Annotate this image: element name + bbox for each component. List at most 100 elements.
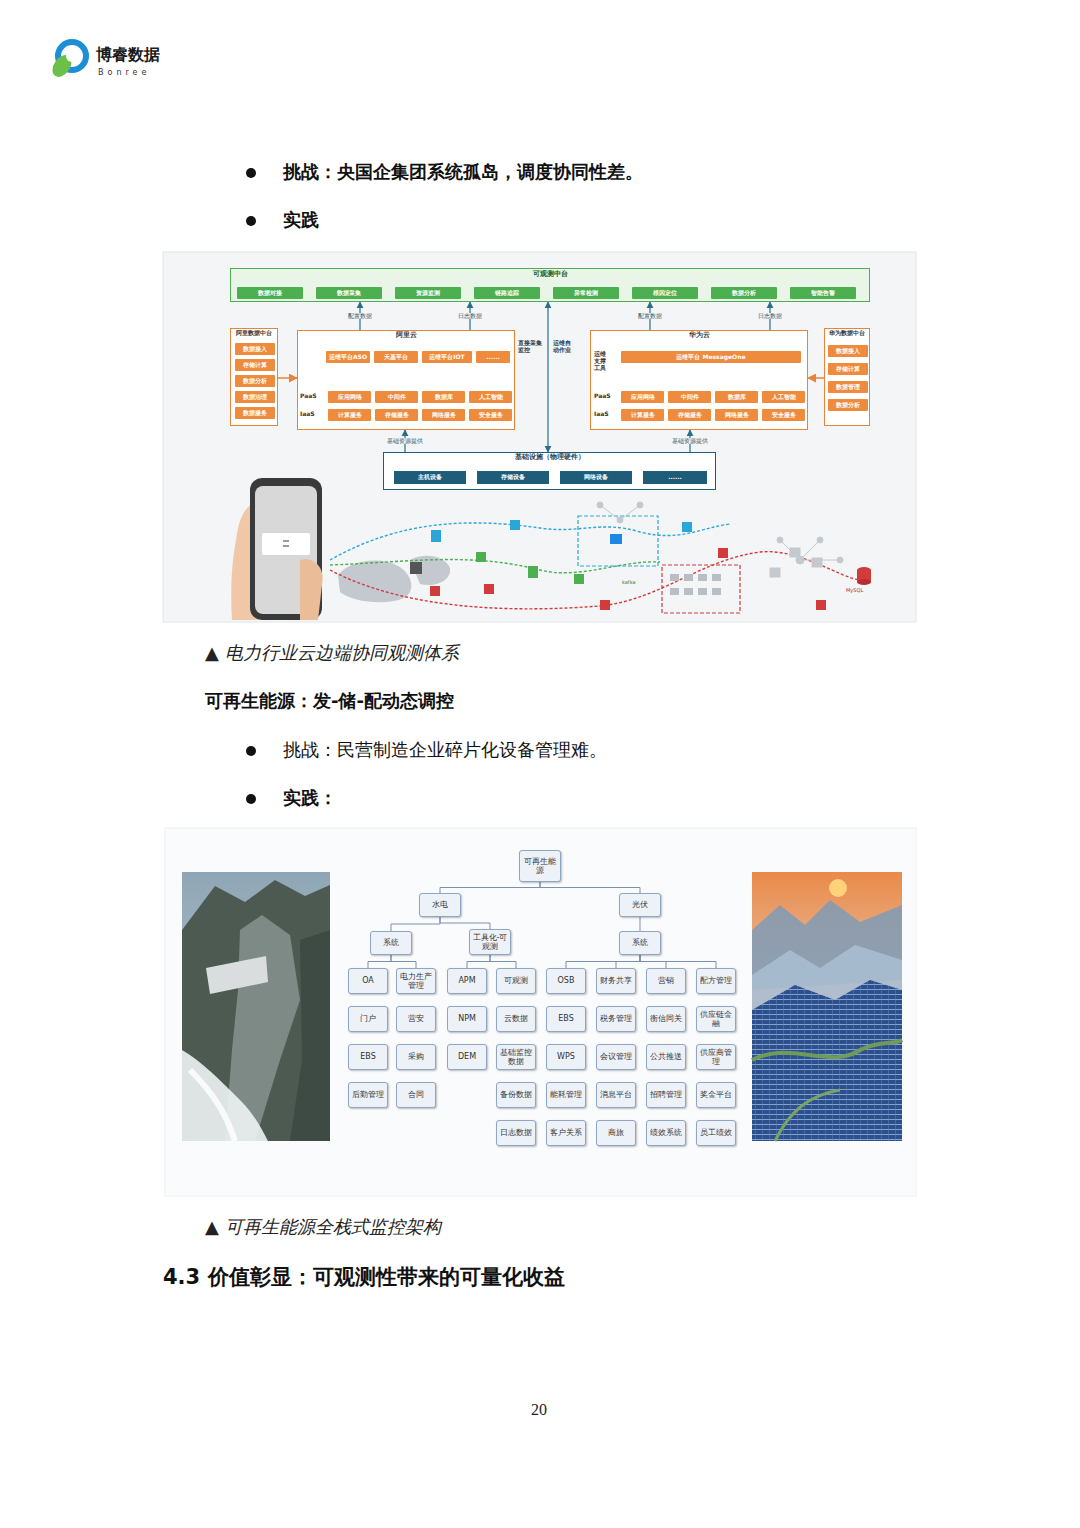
- tree-box: 奖金平台: [696, 1082, 736, 1108]
- box-label: ......: [668, 474, 682, 481]
- service-box: 数据库: [422, 391, 465, 403]
- connector: [440, 917, 490, 929]
- dam-photo: [206, 956, 268, 994]
- box-label: 人工智能: [772, 394, 796, 401]
- network-graph: [712, 588, 721, 595]
- network-graph: [837, 557, 843, 563]
- flow-note: 直接采集监控: [518, 340, 544, 354]
- tree-box: 后勤管理: [348, 1082, 388, 1108]
- tree-box: EBS: [348, 1044, 388, 1070]
- box-label: 员工绩效: [698, 1128, 734, 1137]
- section-heading: 4.3 价值彰显：可观测性带来的可量化收益: [163, 1265, 565, 1290]
- tree-box: 衡信同关: [646, 1006, 686, 1032]
- phone-illustration: [231, 478, 322, 620]
- bullet-text: 挑战：民营制造企业碎片化设备管理难。: [283, 739, 607, 761]
- service-box: 存储计算: [828, 363, 868, 375]
- function-box: 链路追踪: [474, 287, 540, 299]
- function-box: 根因定位: [632, 287, 698, 299]
- logo-wordmark: 博睿数据: [96, 45, 160, 64]
- connector-label: 日志数据: [457, 313, 483, 319]
- connector-label: 基础资源提供: [671, 438, 709, 444]
- network-graph: [430, 586, 440, 596]
- function-box: 数据采集: [316, 287, 382, 299]
- subheading: 可再生能源：发-储-配动态调控: [205, 690, 454, 712]
- service-box: 人工智能: [469, 391, 512, 403]
- box-label: 绩效系统: [648, 1128, 684, 1137]
- box-label: 合同: [398, 1090, 434, 1099]
- network-graph: [682, 522, 692, 532]
- device-box: ......: [643, 471, 707, 484]
- box-label: 计算服务: [631, 412, 655, 419]
- figure-panel: [165, 828, 916, 1196]
- box-label: 运维平台ASO: [329, 354, 367, 361]
- box-label: 存储服务: [678, 412, 702, 419]
- service-box: 存储计算: [235, 359, 275, 371]
- box-label: 数据库: [728, 394, 746, 401]
- box-label: 资源监测: [416, 290, 440, 297]
- box-label: 安全服务: [772, 412, 796, 419]
- box-label: 运维平台IOT: [429, 354, 464, 361]
- tree-box: 会议管理: [596, 1044, 636, 1070]
- service-box: 安全服务: [469, 409, 512, 421]
- network-graph: [600, 505, 620, 520]
- dam-photo: [290, 930, 330, 1141]
- tree-box: 水电: [419, 893, 461, 917]
- solar-photo: [752, 872, 902, 1141]
- box-label: 日志数据: [498, 1128, 534, 1137]
- box-label: 供应链金融: [698, 1010, 734, 1028]
- solar-photo: [752, 980, 902, 1141]
- tree-box: OA: [348, 968, 388, 994]
- network-graph: [698, 574, 707, 581]
- service-box: 数据服务: [235, 407, 275, 419]
- logo: [49, 42, 86, 80]
- box-label: 商旅: [598, 1128, 634, 1137]
- network-graph: [857, 579, 871, 585]
- network-graph: [330, 552, 860, 609]
- tree-box: 消息平台: [596, 1082, 636, 1108]
- network-graph: [790, 548, 800, 557]
- service-box: 数据接入: [828, 345, 868, 357]
- connector: [566, 955, 640, 968]
- network-graph: [597, 502, 603, 508]
- box-label: 数据接入: [243, 346, 267, 353]
- network-graph: [670, 588, 679, 595]
- service-box: 中间件: [668, 391, 711, 403]
- network-graph: [698, 588, 707, 595]
- service-box: 网络服务: [715, 409, 758, 421]
- service-box: ......: [476, 351, 510, 363]
- box-label: OSB: [548, 976, 584, 985]
- network-graph: [712, 574, 721, 581]
- device-box: 主机设备: [394, 471, 466, 484]
- function-box: 数据分析: [711, 287, 777, 299]
- box-label: 智能告警: [811, 290, 835, 297]
- box-label: 客户关系: [548, 1128, 584, 1137]
- cloud-box: 阿里云运维平台ASO天基平台运维平台IOT......应用网络中间件数据库人工智…: [297, 330, 515, 430]
- tree-box: 云数据: [496, 1006, 536, 1032]
- box-label: 数据分析: [243, 378, 267, 385]
- box-label: 消息平台: [598, 1090, 634, 1099]
- service-box: 数据治理: [235, 391, 275, 403]
- box-label: 配方管理: [698, 976, 734, 985]
- network-graph: [684, 574, 693, 581]
- network-graph: [600, 600, 610, 610]
- tree-box: 客户关系: [546, 1120, 586, 1146]
- service-box: 应用网络: [621, 391, 664, 403]
- box-label: 中间件: [681, 394, 699, 401]
- function-box: 数据对接: [237, 287, 303, 299]
- page-number: 20: [531, 1400, 547, 1419]
- tree-box: NPM: [447, 1006, 487, 1032]
- service-box: 天基平台: [374, 351, 418, 363]
- connector-label: 配置数据: [347, 313, 373, 319]
- tree-box: 营销: [646, 968, 686, 994]
- tree-box: 供应商管理: [696, 1044, 736, 1070]
- network-graph: [617, 517, 623, 523]
- dam-photo: [182, 872, 330, 1141]
- service-box: 数据库: [715, 391, 758, 403]
- figure-caption: ▲ 可再生能源全栈式监控架构: [205, 1216, 441, 1238]
- box-label: 存储计算: [836, 366, 860, 373]
- box-label: 采购: [398, 1052, 434, 1061]
- box-label: 招聘管理: [648, 1090, 684, 1099]
- connector: [540, 882, 640, 893]
